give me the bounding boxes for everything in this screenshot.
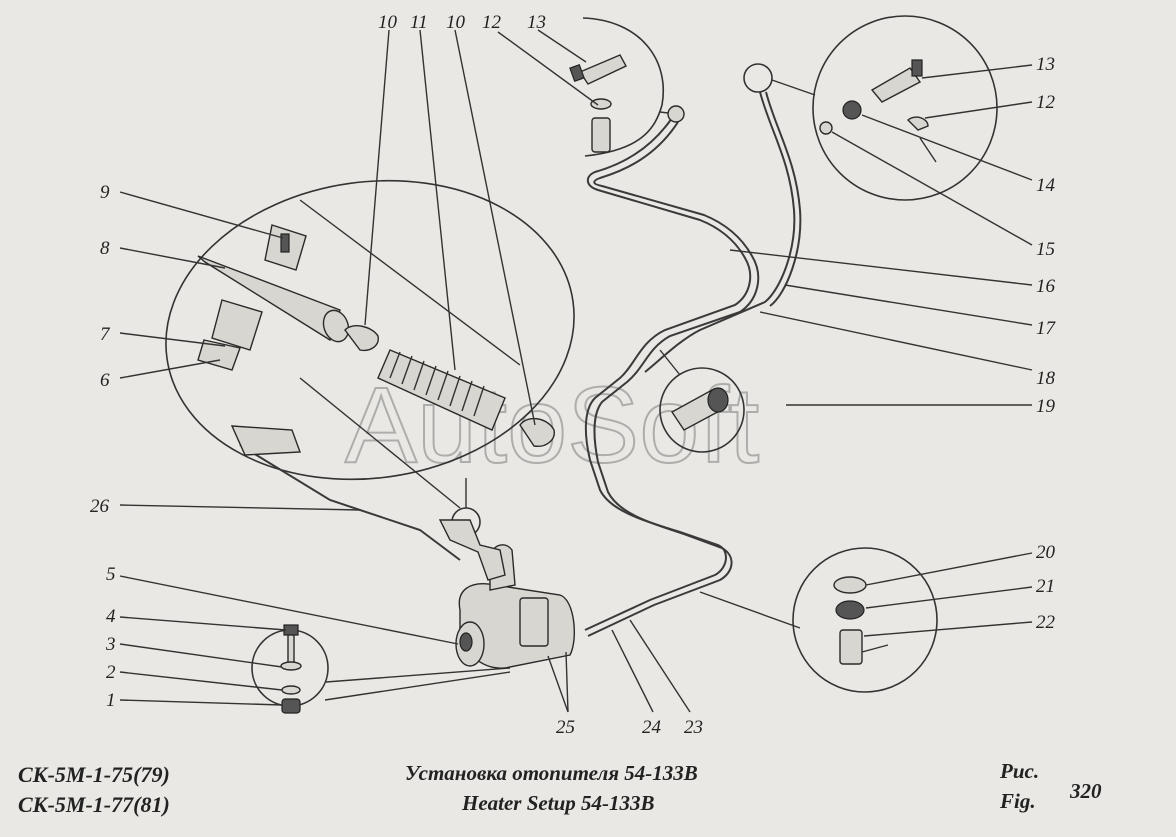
detail-circle-hose bbox=[165, 179, 575, 481]
model-line-1: СК-5М-1-75(79) bbox=[18, 762, 170, 787]
part-label: 15 bbox=[1036, 239, 1055, 260]
part-label: 5 bbox=[106, 564, 116, 585]
part-label: 1 bbox=[106, 690, 116, 711]
part-label: 19 bbox=[1036, 396, 1056, 417]
tap-right-detail bbox=[819, 59, 937, 163]
part-label: 21 bbox=[1036, 576, 1055, 597]
part-label: 4 bbox=[106, 606, 116, 627]
part-label: 2 bbox=[106, 662, 116, 683]
part-label: 18 bbox=[1036, 368, 1056, 389]
part-label-top: 11 bbox=[410, 12, 428, 33]
part-label-top: 13 bbox=[527, 12, 546, 33]
title-en: Heater Setup 54-133B bbox=[461, 791, 655, 815]
part-label: 17 bbox=[1036, 318, 1057, 339]
hose-detail bbox=[197, 224, 555, 447]
leader-lines bbox=[119, 29, 1033, 713]
clip-detail bbox=[670, 387, 729, 431]
fig-number: 320 bbox=[1069, 779, 1102, 803]
detail-circle-union bbox=[792, 547, 938, 693]
fig-label-en: Fig. bbox=[999, 789, 1036, 813]
part-label: 22 bbox=[1036, 612, 1056, 633]
part-label: 12 bbox=[1036, 92, 1056, 113]
part-label-top: 10 bbox=[378, 12, 398, 33]
model-line-2: СК-5М-1-77(81) bbox=[18, 792, 170, 817]
detail-circle-clip bbox=[659, 367, 745, 453]
detail-circle-small bbox=[743, 63, 773, 93]
part-label: 8 bbox=[100, 238, 110, 259]
title-ru: Установка отопителя 54-133В bbox=[405, 761, 698, 785]
part-label: 16 bbox=[1036, 276, 1056, 297]
heater-body bbox=[230, 425, 575, 669]
part-label-top: 12 bbox=[482, 12, 502, 33]
tap-top-detail bbox=[569, 54, 685, 153]
part-label: 25 bbox=[556, 717, 575, 738]
detail-circle-tap-top bbox=[582, 17, 664, 157]
part-label: 9 bbox=[100, 182, 110, 203]
bolt-detail bbox=[280, 624, 302, 714]
fig-label-ru: Рис. bbox=[999, 759, 1039, 783]
part-label: 26 bbox=[90, 496, 110, 517]
part-label: 14 bbox=[1036, 175, 1056, 196]
part-label: 23 bbox=[684, 717, 703, 738]
detail-circle-tap-right bbox=[812, 15, 998, 201]
part-label: 3 bbox=[105, 634, 116, 655]
fuel-pipes bbox=[239, 91, 802, 637]
part-label: 20 bbox=[1036, 542, 1056, 563]
part-label: 13 bbox=[1036, 54, 1055, 75]
part-label: 24 bbox=[642, 717, 662, 738]
part-number-labels: 1 2 3 4 5 6 7 8 9 10 11 10 12 13 13 12 1… bbox=[90, 12, 1057, 738]
part-label: 6 bbox=[100, 370, 110, 391]
union-detail bbox=[833, 576, 889, 665]
footer: СК-5М-1-75(79) СК-5М-1-77(81) Установка … bbox=[18, 759, 1102, 817]
part-label: 7 bbox=[100, 324, 111, 345]
part-label-top: 10 bbox=[446, 12, 466, 33]
